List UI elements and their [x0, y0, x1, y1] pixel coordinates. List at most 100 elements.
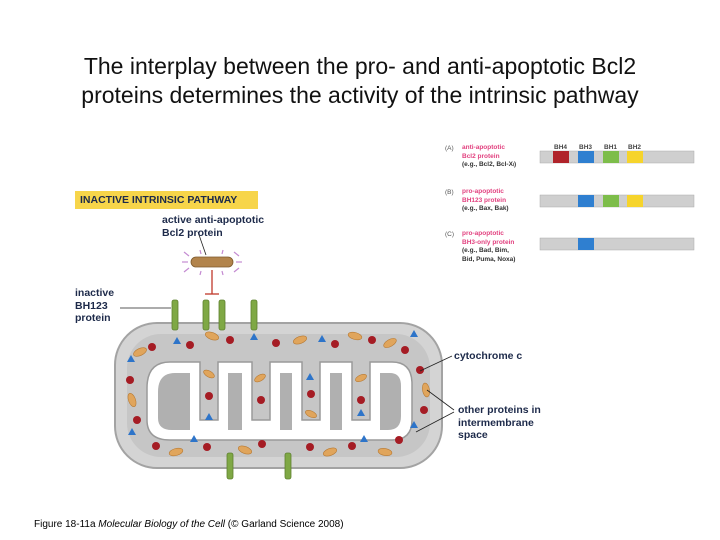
legend-key-b: (B)	[445, 189, 454, 196]
legend-text-c: pro-apoptotic BH3-only protein (e.g., Ba…	[462, 230, 515, 264]
other-protein	[133, 347, 147, 357]
other-protein	[422, 382, 430, 398]
legend-key-a: (A)	[445, 145, 454, 152]
cytochrome-c	[257, 396, 265, 404]
label-active-line1: active anti-apoptotic	[162, 214, 265, 226]
other-protein	[377, 448, 393, 456]
label-inactive-bh123: inactive BH123 protein	[75, 287, 114, 325]
legend-header-bh4: BH4	[554, 144, 568, 151]
legend-a-line3: (e.g., Bcl2, Bcl-Xₗ)	[462, 161, 517, 168]
blue-triangle	[357, 409, 365, 416]
other-protein-group	[127, 331, 430, 457]
label-cytochrome: cytochrome c	[454, 350, 522, 363]
bh123-protein	[250, 299, 258, 331]
cytochrome-c	[272, 339, 280, 347]
bh123-protein	[202, 299, 210, 331]
legend-key-c: (C)	[445, 231, 455, 238]
pathway-banner: INACTIVE INTRINSIC PATHWAY	[75, 191, 258, 209]
cytochrome-c	[133, 416, 141, 424]
legend-header-bh2: BH2	[628, 144, 642, 151]
blue-triangle	[410, 330, 418, 337]
legend-c-line1: pro-apoptotic	[462, 230, 504, 237]
cytochrome-c	[186, 341, 194, 349]
cytochrome-c	[203, 443, 211, 451]
cytochrome-c	[416, 366, 424, 374]
other-protein	[305, 409, 317, 419]
cytochrome-c	[368, 336, 376, 344]
legend-bar-a	[539, 150, 695, 164]
blue-triangle	[173, 337, 181, 344]
matrix	[158, 373, 401, 430]
cytochrome-c-group	[126, 336, 428, 451]
blue-triangle	[410, 421, 418, 428]
label-active-bcl2: active anti-apoptotic Bcl2 protein	[162, 214, 264, 239]
cytochrome-c	[258, 440, 266, 448]
blue-triangle	[127, 355, 135, 362]
legend-bar-c	[539, 237, 695, 251]
legend-b-line2: BH123 protein	[462, 196, 507, 204]
slide-title: The interplay between the pro- and anti-…	[0, 52, 720, 110]
other-protein	[293, 335, 307, 345]
blue-triangle	[190, 435, 198, 442]
leader-active-bcl2	[197, 231, 207, 256]
label-other-line2: intermembrane	[458, 416, 534, 429]
legend-text-a: anti-apoptotic Bcl2 protein (e.g., Bcl2,…	[462, 144, 516, 170]
inner-membrane-cristae	[146, 361, 413, 441]
cytochrome-c	[205, 392, 213, 400]
legend-b-line1: pro-apoptotic	[462, 188, 504, 195]
cytochrome-c	[401, 346, 409, 354]
other-protein	[254, 373, 266, 383]
cytochrome-c	[152, 442, 160, 450]
label-inactive-line1: inactive	[75, 287, 115, 299]
blue-triangle	[250, 333, 258, 340]
bh123-protein-group-bottom	[226, 452, 292, 480]
other-protein	[355, 373, 367, 383]
bh123-protein	[218, 299, 226, 331]
legend-header-bh3: BH3	[579, 144, 593, 151]
blue-triangle	[128, 428, 136, 435]
cytochrome-c	[420, 406, 428, 414]
cytochrome-c	[306, 443, 314, 451]
bh123-protein	[171, 299, 179, 331]
other-protein	[347, 331, 363, 341]
bh123-protein-group-top	[171, 299, 258, 331]
title-line-1: The interplay between the pro- and anti-…	[83, 53, 637, 79]
blue-triangle	[205, 413, 213, 420]
label-other-line1: other proteins in	[458, 404, 541, 416]
leader-other-1	[426, 389, 455, 411]
legend-c-line3: (e.g., Bad, Bim,	[462, 247, 509, 254]
caption-prefix: Figure 18-11a	[34, 519, 99, 530]
cytochrome-c	[307, 390, 315, 398]
label-other-proteins: other proteins in intermembrane space	[458, 404, 541, 442]
figure-caption: Figure 18-11a Molecular Biology of the C…	[34, 519, 344, 530]
legend-c-line4: Bid, Puma, Noxa)	[462, 255, 516, 263]
blue-triangle	[306, 373, 314, 380]
cytochrome-c	[331, 340, 339, 348]
other-protein	[168, 447, 184, 457]
other-protein	[383, 338, 397, 348]
legend-c-line2: BH3-only protein	[462, 238, 515, 246]
cytochrome-c	[395, 436, 403, 444]
legend-a-line1: anti-apoptotic	[462, 144, 505, 151]
cytochrome-c	[357, 396, 365, 404]
blue-triangle	[318, 335, 326, 342]
title-line-2: proteins determines the activity of the …	[81, 82, 639, 108]
other-protein	[238, 445, 252, 455]
label-inactive-line2: BH123	[75, 299, 108, 312]
cytochrome-c	[348, 442, 356, 450]
bcl2-protein-glow	[182, 249, 242, 276]
legend-a-line2: Bcl2 protein	[462, 152, 500, 160]
other-protein	[205, 331, 219, 341]
caption-book: Molecular Biology of the Cell	[98, 519, 226, 530]
bh123-protein	[284, 452, 292, 480]
bcl2-protein	[190, 256, 234, 268]
legend-header-bh1: BH1	[604, 144, 618, 151]
leader-other-2	[415, 411, 455, 433]
leader-cytochrome	[419, 355, 453, 372]
label-active-line2: Bcl2 protein	[162, 226, 223, 239]
other-protein	[127, 393, 137, 407]
other-protein	[203, 369, 215, 379]
legend-b-line3: (e.g., Bax, Bak)	[462, 205, 509, 212]
label-inactive-line3: protein	[75, 312, 111, 324]
